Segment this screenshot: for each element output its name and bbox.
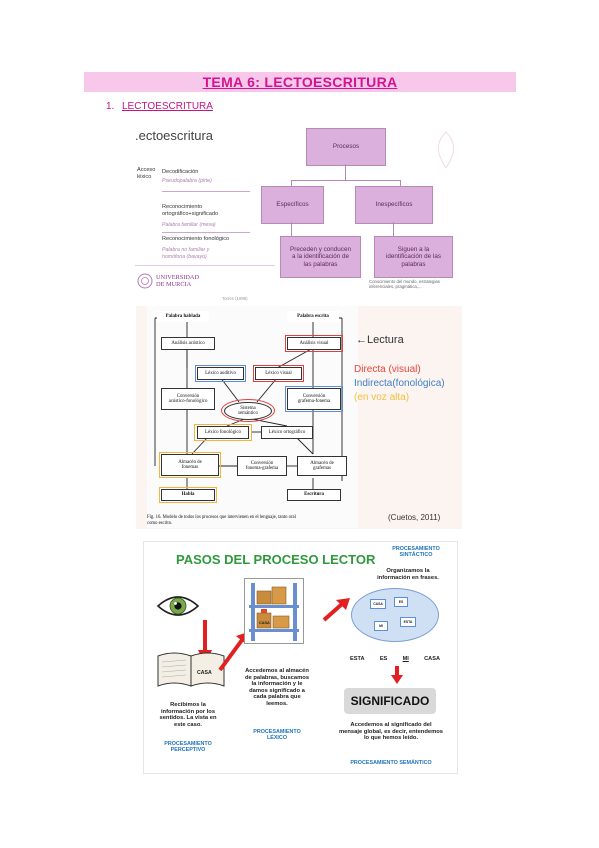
node-analisis-visual: Análisis visual (287, 337, 341, 350)
book-word: CASA (197, 670, 212, 676)
node-lexico-fonologico: Léxico fonológico (197, 426, 249, 439)
highlight-red (285, 335, 343, 352)
ordered-sentence: ESTA ES MI CASA (350, 656, 440, 662)
slide1-heading: .ectoescritura (135, 128, 214, 143)
item-decodificacion-example: Pseudopalabra (pirte) (162, 178, 212, 184)
route-indirecta: Indirecta(fonológica) (354, 378, 445, 389)
significado-box: SIGNIFICADO (344, 688, 436, 714)
item-ortografico-example: Palabra familiar (mesa) (162, 222, 216, 228)
highlight-orange (159, 452, 221, 478)
lectura-label: ←Lectura (356, 334, 404, 346)
language-model-figure: Palabra hablada Palabra escrita Análisis… (147, 306, 358, 528)
slide-modelo-cuetos: Palabra hablada Palabra escrita Análisis… (136, 306, 462, 529)
sentence-word: MI (402, 656, 409, 662)
box-procesos: Procesos (306, 128, 386, 166)
divider (162, 232, 250, 233)
sentence-word: ESTA (350, 656, 365, 662)
box-inespecificos: Inespecíficos (355, 186, 433, 224)
shelf-word: CASA (259, 621, 270, 625)
highlight-red (221, 399, 275, 422)
route-directa: Directa (visual) (354, 364, 421, 375)
node-escritura: Escritura (287, 489, 341, 501)
palabra-escrita-label: Palabra escrita (287, 311, 339, 322)
pasos-title: PASOS DEL PROCESO LECTOR (176, 552, 376, 567)
figure-caption: Fig. 16. Modelo de todos los procesos qu… (147, 515, 296, 526)
title-band (84, 72, 516, 92)
bubble-card: ES (394, 597, 408, 607)
sentence-word: CASA (424, 656, 440, 662)
node-lexico-auditivo: Léxico auditivo (197, 367, 244, 380)
route-voz-alta: (en voz alta) (354, 392, 410, 403)
node-lexico-visual: Léxico visual (255, 367, 302, 380)
divider (162, 191, 250, 192)
section-number: 1. (106, 101, 115, 112)
node-lexico-ortografico: Léxico ortográfico (261, 426, 313, 439)
slide1-citation: Torres (1999) (222, 296, 248, 301)
bubble-card: MI (374, 621, 388, 631)
item-decodificacion: Decodificación (162, 169, 199, 175)
shelf-boxes-icon (249, 583, 299, 641)
semantico-label: PROCESAMIENTO SEMÁNTICO (350, 760, 432, 766)
bubble-card: CASA (370, 599, 386, 609)
arrow-right-icon (322, 598, 350, 622)
university-crest-icon (137, 273, 153, 289)
open-book-icon (157, 652, 225, 687)
sentence-word: ES (379, 656, 388, 662)
box-especificos: Específicos (261, 186, 324, 224)
section-title: LECTOESCRITURA (122, 101, 213, 112)
highlight-blue (285, 386, 343, 412)
eye-icon (156, 596, 200, 616)
cuetos-citation: (Cuetos, 2011) (388, 513, 441, 522)
bubble-card: ESTA (400, 617, 416, 627)
highlight-orange (159, 487, 217, 503)
node-habla: Habla (161, 489, 215, 501)
decorative-ornament-icon (438, 131, 454, 169)
node-analisis-acustico: Análisis acústico (161, 337, 215, 350)
sentence-bubble: CASA ES MI ESTA (351, 588, 439, 642)
page-title: TEMA 6: LECTOESCRITURA (202, 74, 398, 90)
highlight-orange (194, 424, 252, 441)
item-reconocimiento-fonologico: Reconocimiento fonológico (162, 236, 230, 242)
highlight-blue (195, 365, 246, 382)
arrow-down-icon (391, 666, 403, 684)
highlight-red (253, 365, 304, 382)
word-store-shelf: CASA (244, 578, 304, 644)
palabra-hablada-label: Palabra hablada (157, 311, 209, 322)
reading-routes: Directa (visual) Indirecta(fonológica) (… (354, 363, 445, 405)
